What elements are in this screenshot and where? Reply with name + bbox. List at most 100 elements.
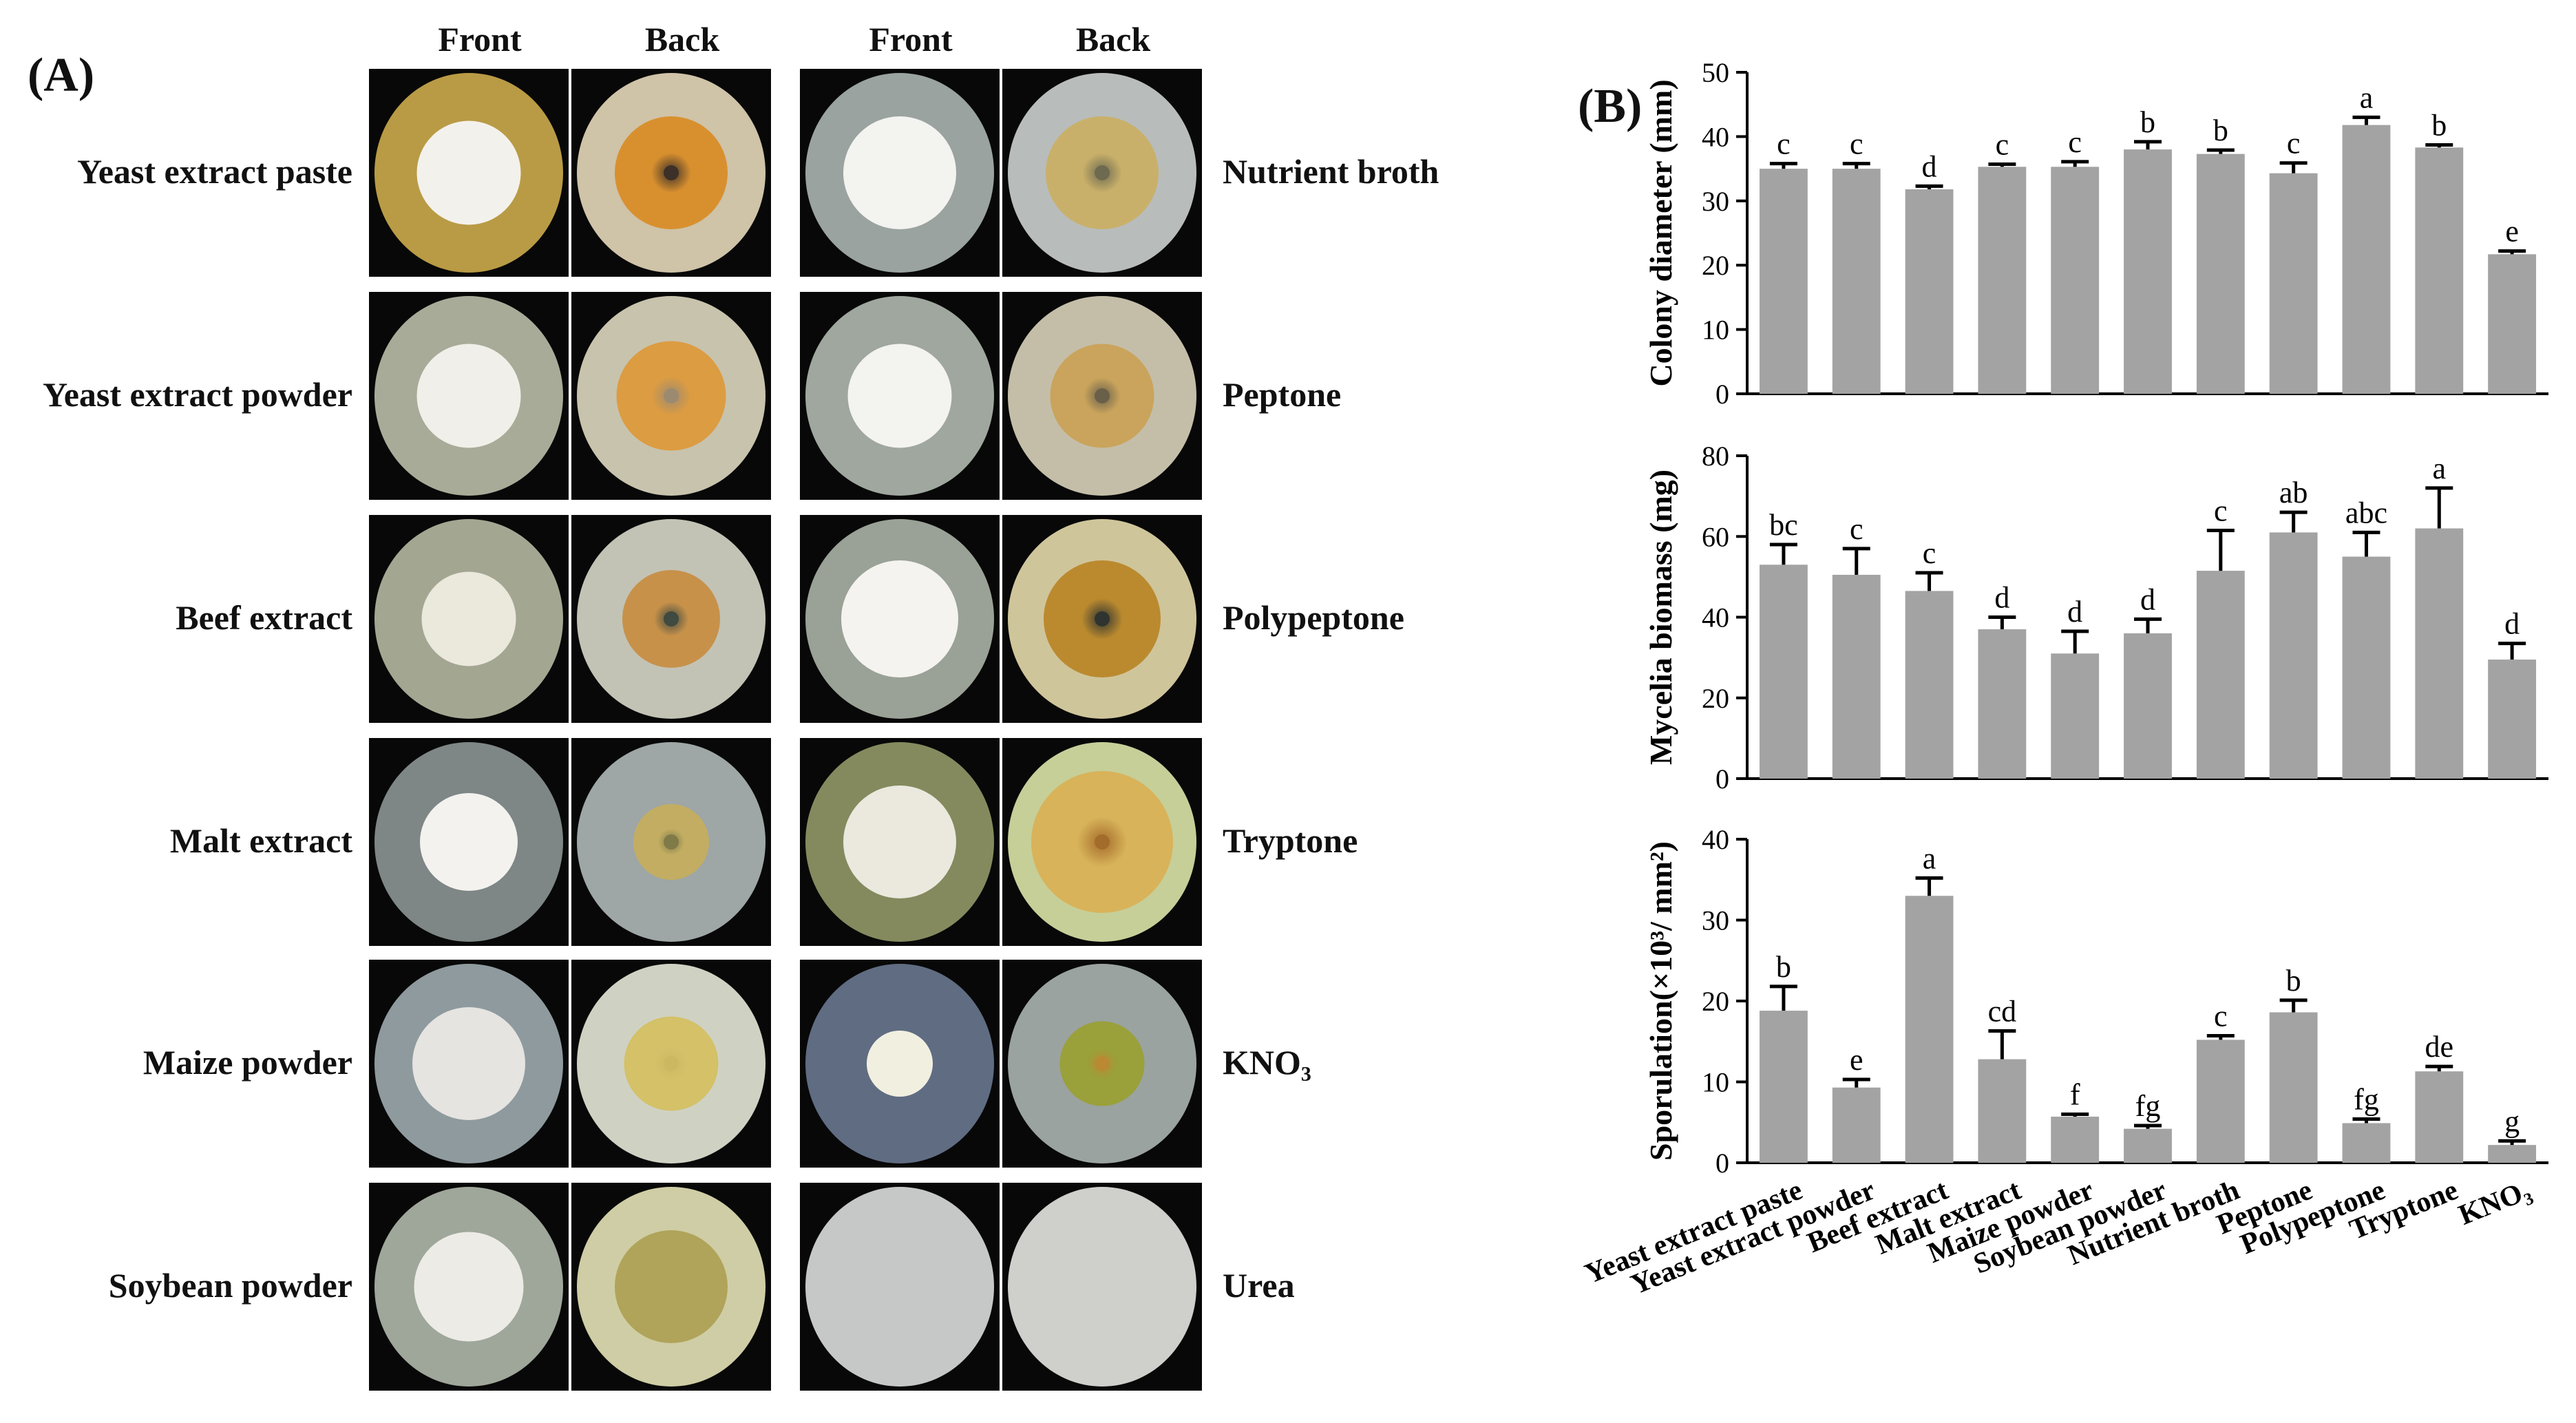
fungal-colony: [841, 560, 958, 677]
petri-dish: [805, 1187, 994, 1387]
colony-center: [664, 611, 679, 626]
plate-image: [1002, 738, 1202, 946]
significance-letter: ab: [2279, 476, 2308, 509]
significance-letter: c: [2287, 127, 2301, 160]
colony-center: [1095, 1056, 1110, 1071]
colony-center: [664, 388, 679, 403]
significance-letter: b: [2213, 114, 2228, 147]
significance-letter: a: [2433, 452, 2447, 485]
plate-image: [800, 738, 1000, 946]
petri-dish: [805, 964, 994, 1163]
y-tick-label: 50: [1702, 57, 1729, 88]
significance-letter: de: [2425, 1030, 2454, 1064]
panel-a-plates: (A) Front Back Front Back Yeast extract …: [28, 20, 1439, 1391]
bar: [1759, 1011, 1808, 1163]
y-tick-label: 40: [1702, 602, 1729, 633]
y-tick-label: 20: [1702, 250, 1729, 281]
fungal-colony: [867, 1031, 933, 1097]
petri-dish: [1008, 964, 1196, 1163]
y-tick-label: 20: [1702, 683, 1729, 714]
bar: [2051, 167, 2100, 394]
y-tick-label: 10: [1702, 1067, 1729, 1098]
bar: [2342, 556, 2391, 779]
y-tick-label: 30: [1702, 186, 1729, 217]
bar: [2488, 1145, 2537, 1163]
header-front-right: Front: [869, 20, 953, 59]
bar: [2269, 532, 2318, 779]
y-tick-label: 80: [1702, 441, 1729, 472]
y-tick-label: 60: [1702, 521, 1729, 552]
fungal-colony: [843, 786, 956, 898]
significance-letter: e: [2505, 215, 2519, 249]
significance-letter: b: [2431, 109, 2447, 143]
bar: [1905, 189, 1954, 394]
y-axis-label: Sporulation(×10³/ mm²): [1643, 841, 1678, 1161]
colony-center: [664, 1056, 679, 1071]
plate-image: [1002, 69, 1202, 277]
significance-letter: bc: [1769, 508, 1798, 542]
plate-image: [571, 515, 771, 723]
bar: [2196, 154, 2245, 394]
petri-dish: [577, 73, 766, 273]
significance-letter: c: [1923, 536, 1936, 570]
petri-dish: [577, 519, 766, 719]
fungal-colony: [416, 344, 521, 448]
y-axis-label: Mycelia biomass (mg): [1643, 470, 1678, 765]
bar: [2488, 660, 2537, 779]
petri-dish: [374, 1187, 563, 1387]
colony-center: [1095, 611, 1110, 626]
fungal-colony: [412, 1007, 525, 1120]
row-label-right: Polypeptone: [1223, 598, 1404, 637]
plate-image: [369, 515, 569, 723]
y-tick-label: 0: [1715, 379, 1729, 410]
row-label-right: Peptone: [1223, 375, 1342, 414]
bar: [2051, 653, 2100, 779]
significance-letter: c: [2068, 125, 2082, 159]
petri-dish: [1008, 296, 1196, 496]
significance-letter: a: [1923, 841, 1936, 875]
header-back-left: Back: [644, 20, 720, 59]
row-label-left: Beef extract: [176, 598, 352, 637]
bar: [2124, 1128, 2172, 1163]
petri-dish: [374, 964, 563, 1163]
bar: [1832, 169, 1881, 394]
significance-letter: abc: [2345, 496, 2387, 529]
significance-letter: f: [2070, 1078, 2080, 1112]
fungal-colony: [420, 793, 518, 891]
bar: [1978, 629, 2027, 779]
bar: [1832, 574, 1881, 779]
petri-dish: [1008, 742, 1196, 942]
row-label-left: Malt extract: [169, 821, 352, 860]
plate-image: [369, 1183, 569, 1391]
petri-dish: [805, 519, 994, 719]
bar: [2196, 1040, 2245, 1163]
row-label-left: Yeast extract paste: [77, 152, 352, 191]
row-label-right: KNO₃: [1223, 1043, 1311, 1082]
y-axis-label: Colony diameter (mm): [1643, 79, 1678, 386]
plate-image: [571, 960, 771, 1168]
row-label-left: Maize powder: [142, 1043, 352, 1082]
plate-image: [369, 292, 569, 500]
bar: [2124, 633, 2172, 779]
y-tick-label: 30: [1702, 905, 1729, 936]
y-tick-label: 0: [1715, 1148, 1729, 1179]
plate-image: [800, 292, 1000, 500]
plate-image: [571, 69, 771, 277]
plate-image: [369, 960, 569, 1168]
row-label-left: Yeast extract powder: [43, 375, 352, 414]
bar: [2415, 1071, 2464, 1163]
petri-dish: [805, 742, 994, 942]
bar: [1759, 565, 1808, 779]
plate-image: [1002, 1183, 1202, 1391]
petri-dish: [1008, 519, 1196, 719]
colony-center: [1095, 834, 1110, 850]
petri-dish: [1008, 73, 1196, 273]
bar: [1905, 896, 1954, 1163]
bar: [2051, 1117, 2100, 1163]
significance-letter: e: [1850, 1043, 1864, 1077]
plate-image: [800, 1183, 1000, 1391]
plate-image: [369, 738, 569, 946]
colony-center: [664, 165, 679, 180]
plate-image: [571, 292, 771, 500]
row-label-left: Soybean powder: [108, 1266, 352, 1305]
